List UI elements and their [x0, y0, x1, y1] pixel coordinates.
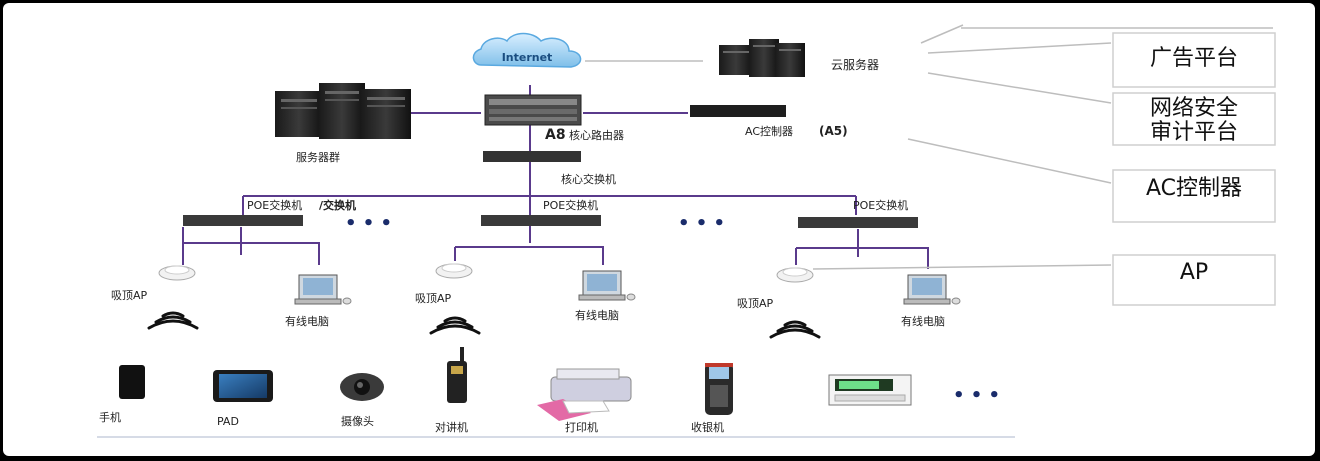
poe-switch-2-label: POE交换机	[543, 198, 598, 212]
ac-controller-icon	[690, 105, 786, 117]
device-sensor	[828, 374, 912, 406]
device-camera: 摄像头	[340, 373, 384, 428]
box-security-platform	[1112, 92, 1276, 146]
wifi-icon	[147, 311, 199, 330]
cloud-servers: 云服务器	[719, 39, 879, 77]
pos-terminal-icon	[705, 363, 733, 415]
core-switch-icon	[483, 151, 581, 162]
diagram-frame: Internet 云服务器 服务器群	[3, 3, 1315, 456]
walkie-label: 对讲机	[435, 420, 468, 434]
switch2-pc-link	[455, 246, 604, 265]
switch3-pc-link	[796, 247, 929, 269]
printer-icon	[537, 368, 632, 421]
ac-controller: AC控制器 (A5)	[690, 105, 848, 138]
ellipsis-1: • • •	[345, 213, 392, 234]
poe-switch-1: POE交换机 /交换机	[183, 198, 356, 226]
callout-ap-line	[812, 264, 1112, 270]
ap-label: 吸顶AP	[415, 292, 452, 305]
device-pad: PAD	[213, 370, 273, 428]
side-ad-label: 广告平台	[1150, 46, 1238, 71]
core-router-label: 核心路由器	[569, 128, 624, 142]
ceiling-ap-icon	[435, 263, 473, 279]
internet-cloud: Internet	[472, 32, 582, 68]
core-switch-label: 核心交换机	[561, 172, 616, 186]
device-walkie: 对讲机	[435, 347, 468, 434]
ap-group-1: 吸顶AP 有线电脑	[111, 265, 352, 330]
ap-label: 吸顶AP	[737, 297, 774, 310]
ellipsis-2: • • •	[678, 213, 725, 234]
cloud-icon	[472, 32, 582, 68]
poe-switch-icon	[183, 215, 303, 226]
poe-switch-3: POE交换机	[798, 198, 918, 228]
ceiling-ap-icon	[158, 265, 196, 281]
router-icon	[484, 94, 582, 126]
ac-controller-label: AC控制器	[745, 124, 793, 138]
side-ap-label: AP	[1180, 260, 1208, 285]
network-diagram: Internet 云服务器 服务器群	[97, 24, 1276, 438]
ap-group-2: 吸顶AP 有线电脑	[415, 263, 636, 335]
callout-lines	[585, 24, 1273, 270]
callout-ac-line	[907, 138, 1112, 184]
tablet-icon	[213, 370, 273, 402]
box-ap	[1112, 254, 1276, 306]
wifi-icon	[429, 316, 481, 335]
printer-label: 打印机	[565, 420, 598, 434]
cloud-label: Internet	[502, 51, 553, 64]
callout-security-line	[927, 72, 1112, 104]
device-pos: 收银机	[691, 363, 733, 434]
poe-switch-1-suffix: /交换机	[319, 198, 356, 212]
poe-switch-2: POE交换机	[481, 198, 601, 226]
cloud-servers-label: 云服务器	[831, 57, 879, 72]
core-switch: 核心交换机	[483, 151, 616, 186]
callout-top-line	[920, 24, 964, 44]
ap-label: 吸顶AP	[111, 289, 148, 302]
server-group: 服务器群	[275, 83, 411, 164]
box-ac-controller	[1112, 169, 1276, 223]
desktop-pc-icon	[578, 270, 636, 301]
desktop-pc-icon	[294, 274, 352, 305]
side-security-line1: 网络安全	[1150, 96, 1238, 121]
pos-label: 收银机	[691, 420, 724, 434]
walkie-talkie-icon	[447, 347, 467, 403]
poe-switch-3-label: POE交换机	[853, 198, 908, 212]
poe-switch-icon	[798, 217, 918, 228]
side-ac-label: AC控制器	[1146, 176, 1242, 201]
wired-pc-label: 有线电脑	[285, 314, 329, 328]
box-ad-platform	[1112, 32, 1276, 88]
wifi-icon	[769, 320, 821, 339]
side-panel	[1112, 32, 1276, 306]
server-group-label: 服务器群	[296, 150, 340, 164]
ac-controller-code: (A5)	[819, 124, 848, 138]
phone-icon	[119, 365, 145, 399]
pad-label: PAD	[217, 415, 239, 428]
poe-switch-1-label: POE交换机	[247, 198, 302, 212]
core-router-code: A8	[545, 127, 566, 143]
device-phone: 手机	[99, 365, 145, 424]
server-icon	[719, 39, 805, 77]
switch1-pc-link	[182, 227, 320, 265]
desktop-pc-icon	[903, 274, 961, 305]
camera-label: 摄像头	[341, 414, 374, 428]
server-group-icon	[275, 83, 411, 139]
phone-label: 手机	[99, 410, 121, 424]
device-printer: 打印机	[537, 368, 632, 434]
ceiling-ap-icon	[776, 267, 814, 283]
core-router: A8 核心路由器	[484, 94, 624, 143]
wired-pc-label: 有线电脑	[575, 308, 619, 322]
ap-group-3: 吸顶AP 有线电脑	[737, 267, 961, 339]
poe-switch-icon	[481, 215, 601, 226]
callout-ad-line	[927, 42, 1112, 54]
ellipsis-3: • • •	[953, 385, 1000, 406]
network-links	[182, 85, 929, 269]
dome-camera-icon	[340, 373, 384, 401]
side-security-line2: 审计平台	[1150, 120, 1238, 145]
display-device-icon	[828, 374, 912, 406]
wired-pc-label: 有线电脑	[901, 314, 945, 328]
